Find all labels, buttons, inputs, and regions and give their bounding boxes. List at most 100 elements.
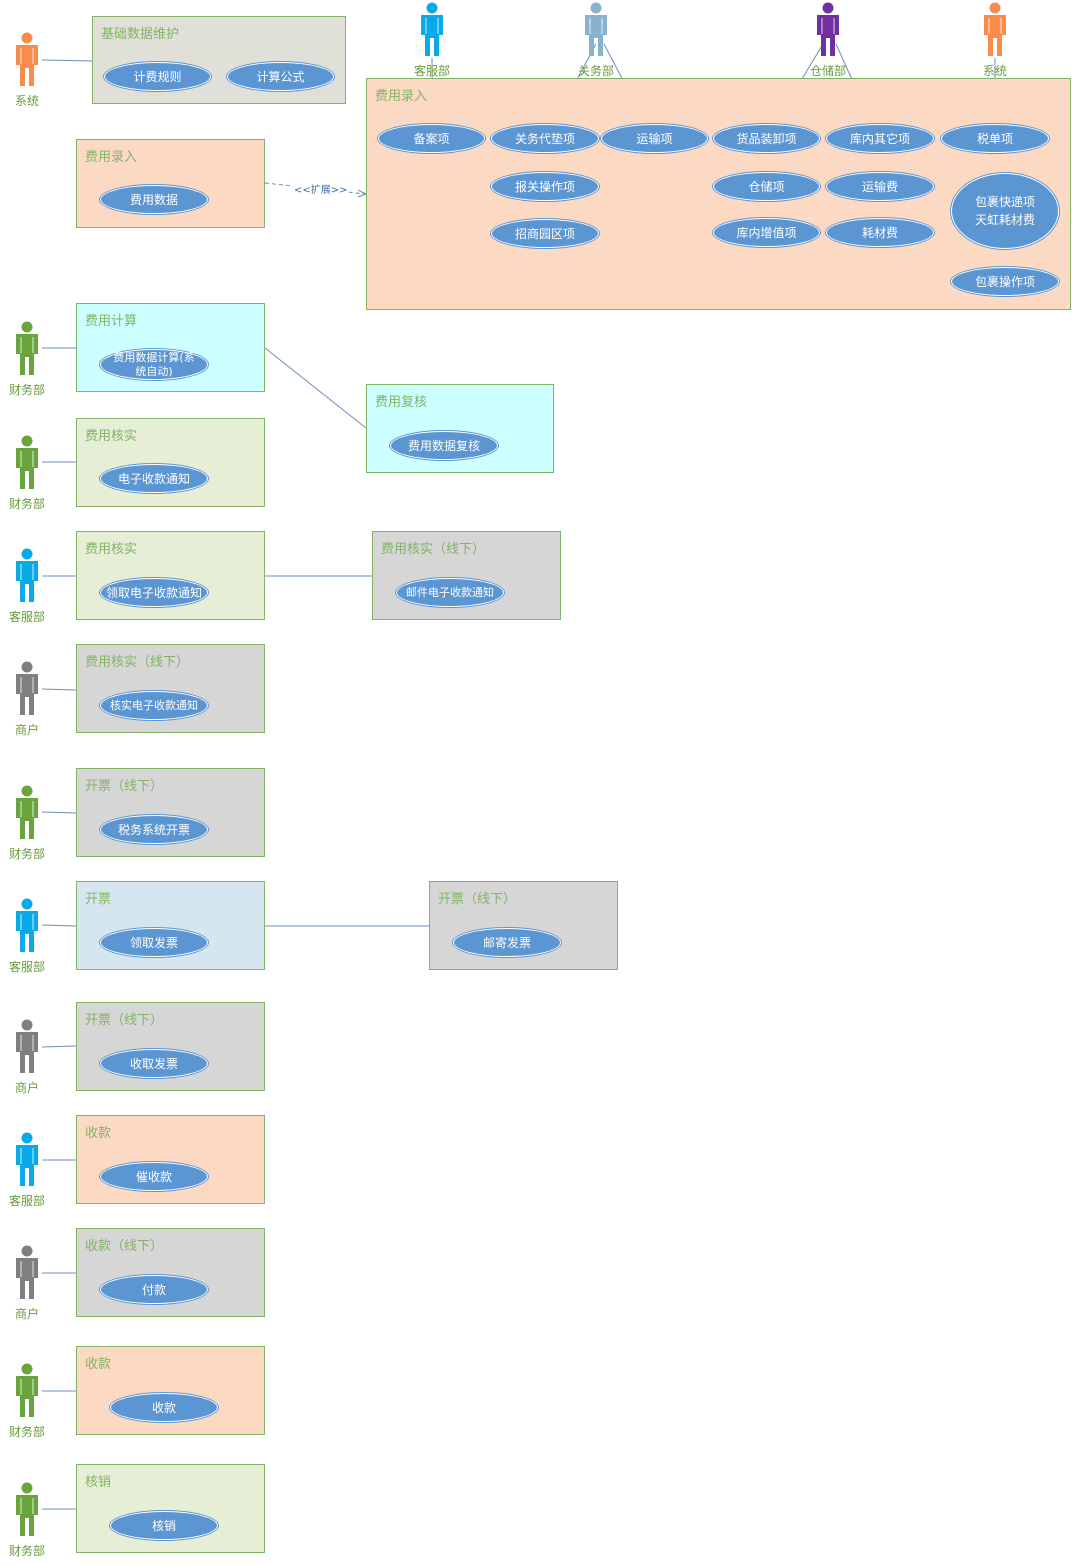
use-case[interactable]: 库内其它项 [826,124,934,153]
association-line [264,347,367,429]
use-case[interactable]: 税单项 [941,124,1049,153]
system-boundary-b10: 开票（线下） [76,768,265,857]
association-line [41,688,77,691]
actor-icon[interactable] [417,2,447,58]
actor-icon[interactable] [12,1132,42,1188]
use-case[interactable]: 费用数据 [100,185,208,214]
actor-label: 关务部 [577,64,614,78]
use-case[interactable]: 核实电子收款通知 [100,691,208,720]
use-case[interactable]: 关务代垫项 [491,124,599,153]
system-boundary-b1: 基础数据维护 [92,16,346,104]
association-line [41,924,77,927]
actor-label: 财务部 [8,1425,45,1439]
actor-label: 客服部 [8,1194,45,1208]
actor-label: 客服部 [8,610,45,624]
use-case[interactable]: 计费规则 [104,62,211,91]
actor-label: 系统 [982,64,1007,78]
use-case[interactable]: 邮寄发票 [453,928,561,957]
system-boundary-b15: 收款（线下） [76,1228,265,1317]
system-boundary-b7: 费用核实 [76,531,265,620]
system-boundary-b5: 费用复核 [366,384,554,473]
boundary-title: 费用计算 [85,314,138,329]
actor-icon[interactable] [12,321,42,377]
system-boundary-b8: 费用核实（线下） [372,531,561,620]
actor-icon[interactable] [12,898,42,954]
extend-label: <<扩展>> [293,181,349,196]
actor-label: 系统 [14,94,39,108]
use-case[interactable]: 领取发票 [100,928,208,957]
boundary-title: 收款 [85,1357,112,1372]
boundary-title: 开票（线下） [85,1013,164,1028]
actor-icon[interactable] [12,435,42,491]
use-case[interactable]: 货品装卸项 [713,124,820,153]
use-case[interactable]: 耗材费 [826,218,934,247]
use-case[interactable]: 邮件电子收款通知 [396,578,504,607]
use-case[interactable]: 领取电子收款通知 [100,578,208,607]
actor-icon[interactable] [12,785,42,841]
actor-icon[interactable] [12,661,42,717]
actor-label: 商户 [14,1081,39,1095]
actor-icon[interactable] [813,2,843,58]
use-case[interactable]: 计算公式 [227,62,334,91]
boundary-title: 收款 [85,1126,112,1141]
boundary-title: 收款（线下） [85,1239,164,1254]
boundary-title: 开票（线下） [438,892,517,907]
use-case[interactable]: 付款 [100,1275,208,1304]
use-case[interactable]: 运输费 [826,172,934,201]
actor-icon[interactable] [12,32,42,88]
boundary-title: 费用核实（线下） [85,655,190,670]
use-case[interactable]: 运输项 [601,124,708,153]
association-line [41,59,93,62]
actor-icon[interactable] [12,1482,42,1538]
actor-icon[interactable] [12,1363,42,1419]
boundary-title: 开票（线下） [85,779,164,794]
actor-label: 客服部 [8,960,45,974]
use-case[interactable]: 费用数据复核 [390,431,498,460]
system-boundary-b14: 收款 [76,1115,265,1204]
boundary-title: 费用录入 [85,150,138,165]
boundary-title: 开票 [85,892,112,907]
use-case[interactable]: 报关操作项 [491,172,599,201]
system-boundary-b11: 开票 [76,881,265,970]
use-case[interactable]: 费用数据计算(系统自动) [100,349,208,380]
boundary-title: 费用核实（线下） [381,542,486,557]
system-boundary-b9: 费用核实（线下） [76,644,265,733]
boundary-title: 核销 [85,1475,112,1490]
system-boundary-b13: 开票（线下） [76,1002,265,1091]
system-boundary-b6: 费用核实 [76,418,265,507]
use-case[interactable]: 收取发票 [100,1049,208,1078]
actor-label: 商户 [14,723,39,737]
use-case[interactable]: 催收款 [100,1162,208,1191]
actor-icon[interactable] [12,1245,42,1301]
boundary-title: 费用复核 [375,395,428,410]
use-case[interactable]: 包裹操作项 [951,267,1059,296]
actor-icon[interactable] [980,2,1010,58]
use-case[interactable]: 电子收款通知 [100,464,208,493]
boundary-title: 费用录入 [375,89,428,104]
actor-label: 财务部 [8,497,45,511]
actor-label: 财务部 [8,383,45,397]
boundary-title: 费用核实 [85,542,138,557]
use-case[interactable]: 仓储项 [713,172,820,201]
actor-icon[interactable] [12,1019,42,1075]
use-case[interactable]: 库内增值项 [713,218,820,247]
association-line [41,1045,77,1048]
use-case[interactable]: 核销 [110,1511,218,1540]
actor-label: 客服部 [413,64,450,78]
use-case[interactable]: 税务系统开票 [100,815,208,844]
system-boundary-b4: 费用计算 [76,303,265,392]
actor-label: 仓储部 [809,64,846,78]
system-boundary-b3: 费用录入 [76,139,265,228]
system-boundary-b12: 开票（线下） [429,881,618,970]
use-case[interactable]: 收款 [110,1393,218,1422]
actor-icon[interactable] [12,548,42,604]
system-boundary-b2: 费用录入 [366,78,1071,310]
actor-icon[interactable] [581,2,611,58]
actor-label: 商户 [14,1307,39,1321]
actor-label: 财务部 [8,847,45,861]
use-case[interactable]: 包裹快递项天虹耗材费 [951,173,1059,249]
boundary-title: 费用核实 [85,429,138,444]
use-case[interactable]: 备案项 [378,124,485,153]
association-line [41,811,77,814]
use-case[interactable]: 招商园区项 [491,219,599,248]
